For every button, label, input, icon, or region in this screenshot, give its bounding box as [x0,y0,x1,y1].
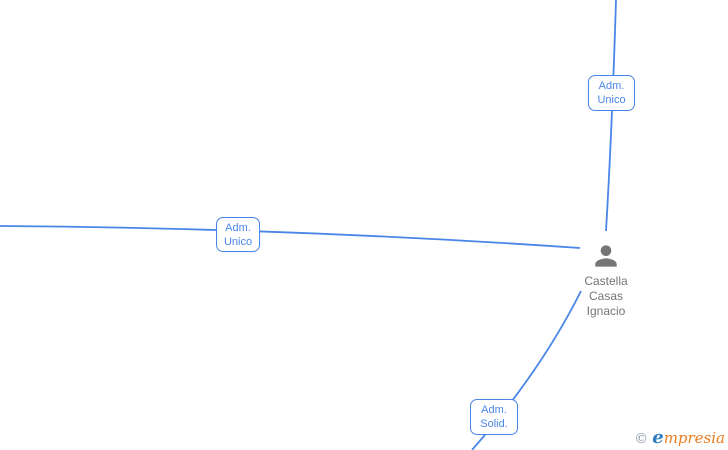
edge-label-adm-unico-top[interactable]: Adm. Unico [588,75,635,111]
empresia-watermark: © e mpresia [634,427,725,448]
edge-label-line: Adm. [598,80,625,92]
edge-label-line: Unico [223,235,253,248]
edge-label-line: Adm. [225,221,251,234]
brand-text: mpresia [663,429,725,447]
person-name-line: Ignacio [586,304,626,318]
edge-adm-unico-top [605,0,617,232]
person-node-castella-casas-ignacio[interactable]: Castella Casas Ignacio [546,240,666,319]
edge-label-line: Adm. [481,404,507,416]
edge-label-line: Solid. [480,418,508,430]
person-name-line: Casas [588,289,623,303]
person-icon [595,245,617,267]
edge-label-adm-unico-left[interactable]: Adm. Unico [216,217,260,252]
person-name: Castella Casas Ignacio [584,274,627,319]
edge-label-line: Unico [597,94,626,106]
brand-initial: e [652,427,664,448]
edge-adm-unico-left [0,225,581,249]
copyright-icon: © [634,431,649,447]
person-name-line: Castella [584,274,628,288]
edge-label-adm-solid[interactable]: Adm. Solid. [470,399,518,435]
